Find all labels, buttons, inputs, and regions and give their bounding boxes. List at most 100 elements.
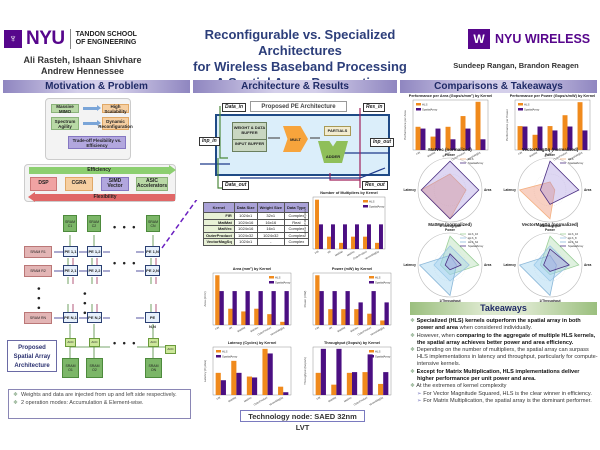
legend-label: SpatialArray	[222, 355, 238, 359]
radar-outer-ring	[417, 232, 483, 298]
tandon-line2: OF ENGINEERING	[75, 39, 137, 46]
legend-label: SpatialArray	[369, 205, 385, 209]
legend-label: HLS	[468, 157, 474, 161]
takeaway-subitem: ➢ For Vector Magnitude Squared, HLS is t…	[410, 391, 598, 398]
pe-cell: PE N,N	[145, 312, 160, 329]
legend-label: HLS	[369, 200, 375, 204]
accumulator: ACC	[165, 345, 176, 354]
legend-label: SpatialArray	[568, 244, 584, 248]
x-tick-label: FIR	[316, 395, 322, 401]
legend-swatch	[518, 108, 523, 111]
radar-axis-label: Area	[484, 188, 491, 192]
arch-dsp: DSP	[30, 177, 57, 191]
legend-label: HLS_64	[468, 240, 479, 244]
radar-axis-label: 1/Throughput	[539, 224, 561, 228]
arrow-bullet-icon: ➢	[417, 390, 424, 397]
arrow-icon	[83, 105, 101, 111]
adder-block: ADDER	[318, 141, 348, 163]
bar-hls	[367, 313, 372, 325]
radar-outer-ring	[517, 157, 583, 223]
wireless-mark-icon: W	[468, 29, 490, 49]
ellipsis: • • •	[113, 258, 138, 268]
pe-cell: PE N,2	[87, 312, 102, 323]
section-header-comparisons: Comparisons & Takeaways	[400, 80, 597, 93]
flexibility-arrow: Flexibility	[28, 192, 175, 202]
legend-label: SpatialArray	[568, 161, 584, 165]
radar-chart: VectorMagSq (normalized)PowerArea1/Throu…	[504, 222, 592, 303]
author-line: Andrew Hennessee	[40, 66, 125, 76]
legend-label: HLS_64	[568, 240, 579, 244]
radar-axis-label: 1/Throughput	[439, 224, 461, 228]
x-tick-label: MatVec	[243, 395, 253, 403]
note-text: 2 operation modes: Accumulation & Elemen…	[20, 399, 144, 406]
y-axis-label: Latency (Cycles)	[203, 360, 207, 382]
right-authors: Sundeep Rangan, Brandon Reagen	[453, 61, 579, 70]
sram-output: SRAM O2	[86, 358, 103, 378]
takeaway-text: Depending on the number of multipliers, …	[416, 347, 598, 367]
ellipsis: • • •	[113, 222, 138, 232]
legend-label: SpatialArray	[422, 108, 438, 112]
y-axis-label: Area (mm²)	[203, 291, 207, 306]
y-axis-label: Power (mW)	[303, 291, 307, 308]
sram-column: SRAM CN	[146, 215, 160, 232]
bar-hls	[228, 308, 233, 325]
radar-axis-label: Power	[545, 228, 556, 232]
bar-hls	[375, 242, 379, 249]
x-tick-label: MatVec	[250, 325, 260, 333]
x-tick-label: IIR	[328, 325, 333, 330]
table-header-row: Kernel Data Size Weight Size Data Type	[203, 202, 309, 213]
bar-hls	[327, 236, 331, 249]
x-tick-label: FIR	[314, 249, 320, 255]
pe-cell: PE 2,1	[63, 265, 78, 276]
radar-series-hls_64	[518, 254, 557, 297]
bar-spatialarray	[345, 291, 350, 325]
arrow-bullet-icon: ➢	[417, 397, 424, 404]
bar-spatialarray	[331, 224, 335, 249]
pe-wires	[200, 106, 390, 189]
radar-chart: MatVec (normalized)PowerArea1/Throughput…	[404, 147, 492, 228]
bar-spatialarray	[283, 392, 289, 395]
weight-data-buffer: WEIGHT & DATA BUFFER INPUT BUFFER	[232, 122, 267, 152]
bar-spatialarray	[435, 128, 441, 150]
table-cell: Complex	[283, 238, 309, 246]
legend-label: HLS	[222, 350, 228, 354]
bar-spatialarray	[219, 291, 224, 325]
bar-hls	[328, 309, 333, 325]
radar-series-hls	[518, 181, 556, 220]
legend-label: HLS	[275, 276, 281, 280]
takeaway-bold-text: comparing to the aggregate of multiple H…	[417, 332, 596, 346]
legend-label: HLS_16	[568, 232, 579, 236]
torch-icon: ♆	[4, 30, 22, 48]
x-tick-label: VectorMagSq	[364, 249, 380, 261]
radar-series-hls_64	[418, 254, 457, 297]
bar-spatialarray	[465, 128, 471, 150]
bar-spatialarray	[480, 139, 486, 150]
bar-hls	[362, 372, 368, 395]
bar-hls	[380, 320, 385, 325]
diamond-bullet-icon: ❖	[410, 332, 417, 339]
chart-title: Latency (Cycles) by Kernel	[228, 341, 277, 345]
pe-cell: PE N,1	[63, 312, 78, 323]
y-axis-label: Number of Multipliers	[303, 208, 307, 237]
table-cell: VectorMagSq	[203, 238, 235, 246]
technology-node-label: Technology node: SAED 32nm LVT	[240, 410, 365, 432]
accumulator: ACC	[89, 338, 100, 347]
nyu-wordmark: NYU	[26, 28, 65, 49]
x-tick-label: MatMat	[529, 150, 539, 158]
bar-spatialarray	[319, 224, 323, 249]
radar-axis-label: 1/Throughput	[539, 299, 561, 303]
io-res-out: Res_out	[362, 181, 388, 190]
bar-spatialarray	[367, 224, 371, 249]
bar-spatialarray	[232, 291, 237, 325]
motivation-notes: ❖Weights and data are injected from up a…	[8, 389, 191, 419]
legend-label: SpatialArray	[524, 108, 540, 112]
takeaways-list: ❖ Specialized (HLS) kernels outperform t…	[410, 318, 598, 405]
need-dynamic-reconfiguration: Dynamic Reconfiguration	[98, 117, 133, 130]
spatial-array-wires	[54, 200, 198, 358]
x-tick-label: VectorMagSq	[466, 150, 482, 162]
note-text: Weights and data are injected from up an…	[20, 392, 177, 398]
